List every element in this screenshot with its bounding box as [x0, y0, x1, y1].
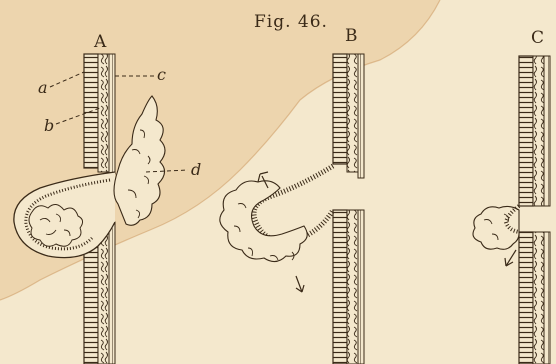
panel-b-lower-mucous-layer [358, 210, 364, 364]
panel-c-lower-mucous-layer [544, 232, 550, 364]
figure-title: Fig. 46. [254, 14, 328, 31]
panel-c-upper-submucous-layer [533, 56, 544, 206]
panel-label-b: B [345, 28, 358, 45]
panel-a-upper-submucous-layer [98, 54, 109, 172]
panel-a-upper-mucous-layer [109, 54, 115, 174]
panel-c-upper-mucous-layer [544, 56, 550, 206]
panel-a-lower-mucous-layer [109, 222, 115, 364]
panel-c-upper-muscular-layer [519, 56, 533, 206]
panel-b-lower-submucous-layer [347, 210, 358, 364]
panel-b-upper-submucous-layer [347, 54, 358, 172]
part-label-d: d [191, 162, 201, 178]
part-label-b: b [44, 118, 54, 134]
panel-a-lower-submucous-layer [98, 226, 109, 364]
panel-b-upper-mucous-layer [358, 54, 364, 178]
panel-c-lower-submucous-layer [533, 232, 544, 364]
part-label-c: c [157, 67, 166, 83]
panel-b-lower-muscular-layer [333, 210, 347, 364]
panel-label-c: C [531, 30, 544, 47]
panel-c-lower-muscular-layer [519, 232, 533, 364]
panel-b-invaginated-mass [220, 181, 307, 262]
panel-b-upper-muscular-layer [333, 54, 347, 164]
panel-c-drawing [473, 56, 550, 364]
panel-label-a: A [94, 34, 106, 51]
part-label-a: a [38, 80, 48, 96]
